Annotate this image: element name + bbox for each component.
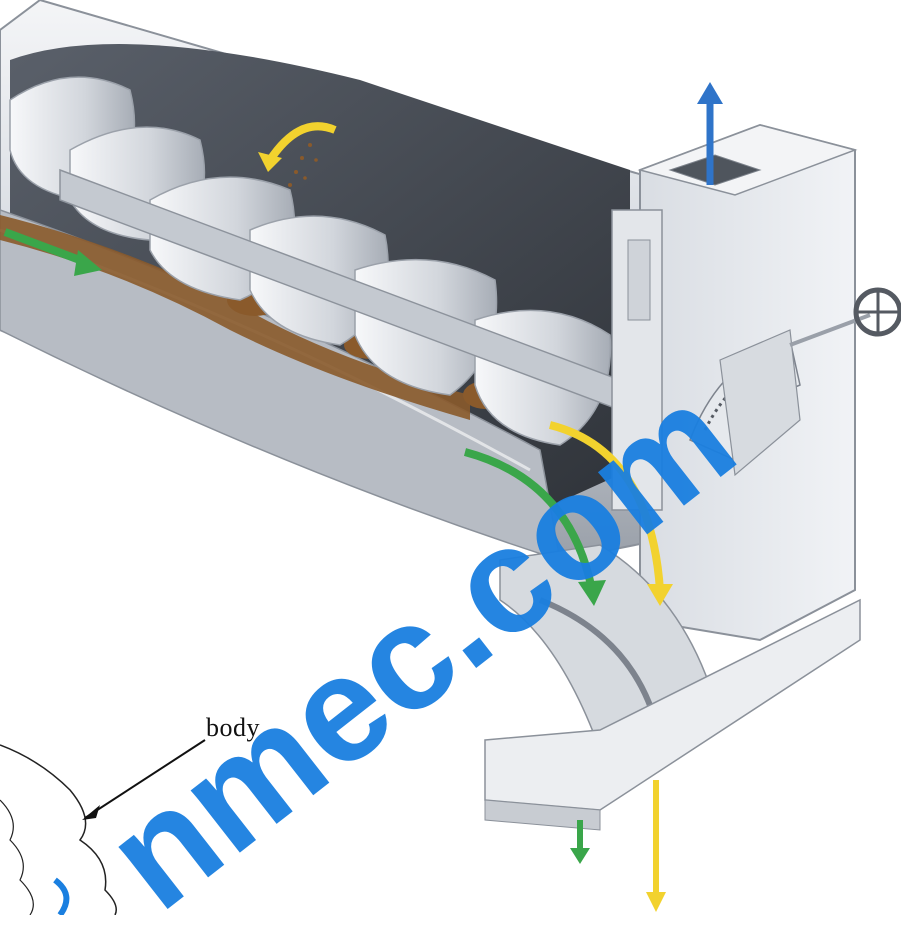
body-sketch [0, 739, 206, 915]
screw-conveyor-illustration [0, 0, 901, 915]
handwheel-icon [853, 287, 901, 337]
arrow-down-icon [570, 820, 590, 864]
screw-flights [9, 76, 701, 446]
arrow-up-icon [697, 82, 723, 185]
curved-arrow-icon [258, 122, 337, 172]
handwheel-assembly [689, 287, 901, 477]
leader-line [84, 739, 206, 819]
flow-arrows [3, 82, 723, 912]
body-label: body [206, 713, 260, 742]
